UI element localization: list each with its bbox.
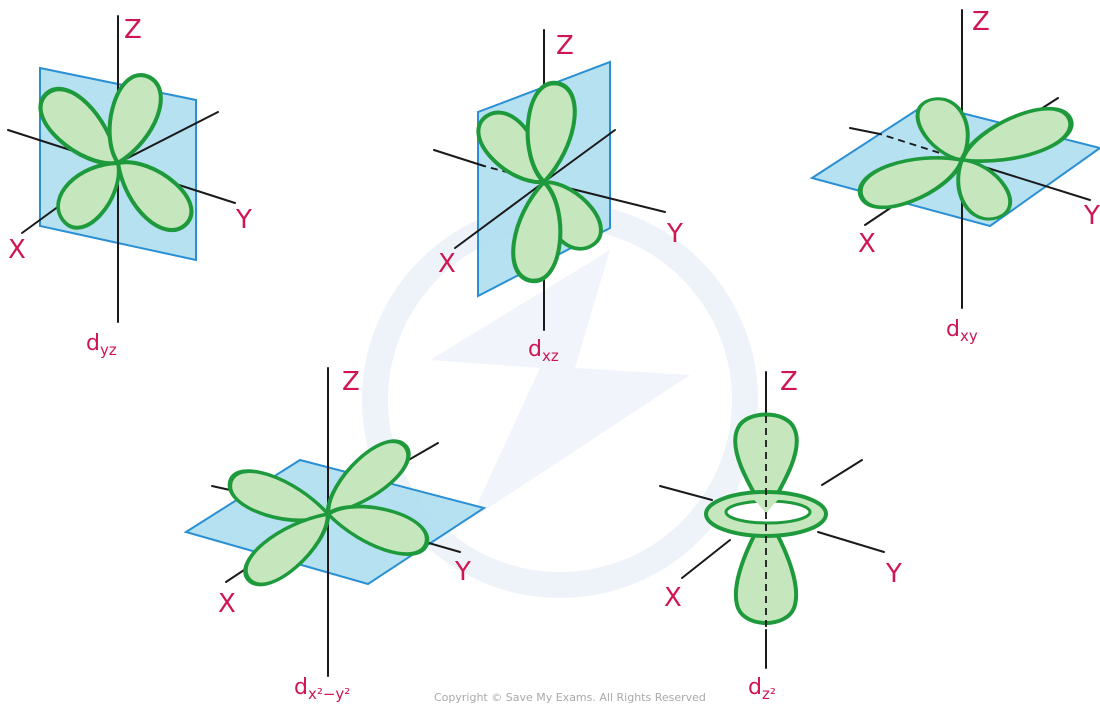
orbital-label-dz2: dz² <box>748 675 776 703</box>
z-label: Z <box>124 15 142 45</box>
y-label: Y <box>666 219 683 249</box>
x-label: X <box>664 583 682 613</box>
copyright-notice: Copyright © Save My Exams. All Rights Re… <box>434 691 706 704</box>
x-axis-dxz <box>433 149 485 167</box>
orbital-dyz: Z X Y dyz <box>7 15 252 359</box>
orbital-dxz: Z X Y dxz <box>433 29 683 365</box>
y-label: Y <box>235 205 252 235</box>
z-label: Z <box>342 367 360 397</box>
z-label: Z <box>556 31 574 61</box>
x-label: X <box>8 235 26 265</box>
orbital-label-dyz: dyz <box>86 331 117 359</box>
orbital-label-dxy: dxy <box>946 317 978 345</box>
x-label: X <box>858 229 876 259</box>
y-axis-back-dx2y2 <box>211 485 231 491</box>
orbital-label-dxz: dxz <box>528 337 559 365</box>
orbital-dxy: Z X Y dxy <box>809 7 1100 345</box>
x-axis-back-dz2 <box>821 459 863 486</box>
y-label: Y <box>885 559 902 589</box>
y-axis-back-dz2 <box>659 485 713 501</box>
x-label: X <box>218 589 236 619</box>
orbital-dx2-y2: Z X Y dx²−y² <box>183 367 487 703</box>
z-label: Z <box>780 367 798 397</box>
z-label: Z <box>972 7 990 37</box>
y-axis-back-dyz <box>117 111 219 164</box>
x-axis-behind-dxz <box>483 165 545 183</box>
x-axis-back-dx2y2 <box>411 442 439 459</box>
x-axis-dz2 <box>681 539 731 579</box>
orbital-label-dx2y2: dx²−y² <box>294 675 350 703</box>
y-axis-dxz <box>454 181 545 249</box>
y-axis-back-dxy <box>849 127 881 135</box>
x-label: X <box>438 249 456 279</box>
y-axis-dz2 <box>817 531 885 553</box>
y-label: Y <box>1083 201 1100 231</box>
y-label: Y <box>454 557 471 587</box>
x-axis-back-dxz <box>543 129 616 183</box>
orbital-dz2: Z X Y dz² <box>659 367 902 703</box>
